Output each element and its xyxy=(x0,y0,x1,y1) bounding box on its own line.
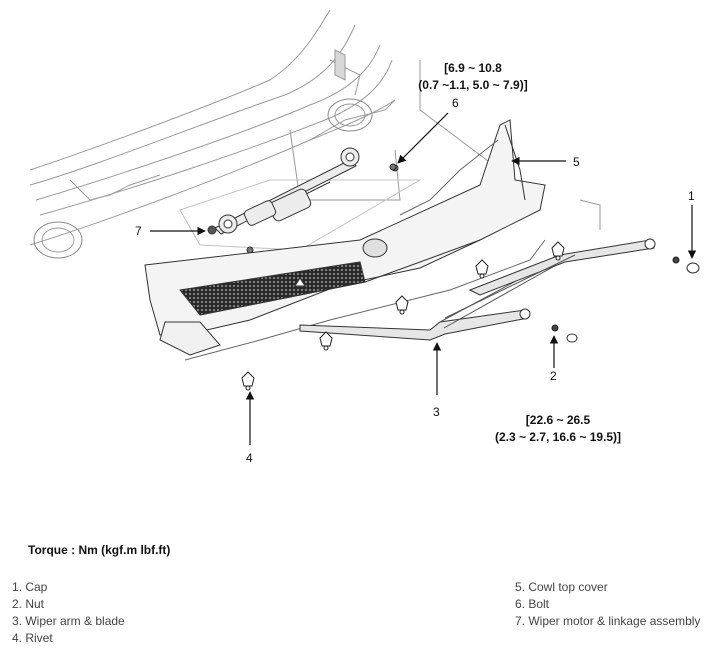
parts-legend-right: 5. Cowl top cover 6. Bolt 7. Wiper motor… xyxy=(515,579,700,630)
bolt-torque-alt: (0.7 ~1.1, 5.0 ~ 7.9)] xyxy=(418,78,528,92)
cap xyxy=(566,262,700,343)
nut-torque-alt: (2.3 ~ 2.7, 16.6 ~ 19.5)] xyxy=(494,430,622,444)
cowl-top-cover xyxy=(144,119,546,361)
legend-item: 7. Wiper motor & linkage assembly xyxy=(515,614,701,628)
bolt xyxy=(389,163,397,171)
callout-2-nut: 2 xyxy=(550,369,557,383)
legend-item: 2. Nut xyxy=(12,597,45,611)
wiper-arm-blade xyxy=(299,238,656,341)
rivet xyxy=(475,259,489,279)
rivet xyxy=(395,295,409,315)
parts-legend-left: 1. Cap 2. Nut 3. Wiper arm & blade 4. Ri… xyxy=(12,579,125,647)
callout-1-cap: 1 xyxy=(688,189,695,203)
callout-7-motor: 7 xyxy=(135,224,142,238)
legend-item: 3. Wiper arm & blade xyxy=(12,614,125,628)
callout-6-bolt: 6 xyxy=(452,96,459,110)
nut xyxy=(551,256,680,332)
torque-units-note: Torque : Nm (kgf.m lbf.ft) xyxy=(28,543,171,557)
leader-lines xyxy=(150,112,697,445)
vehicle-body-frame xyxy=(29,9,601,259)
rivets xyxy=(241,241,565,391)
cowl-wiper-exploded-diagram xyxy=(29,9,700,445)
bolt-torque-nm: [6.9 ~ 10.8 xyxy=(444,61,502,75)
nut-torque-spec: [22.6 ~ 26.5 (2.3 ~ 2.7, 16.6 ~ 19.5)] xyxy=(478,412,638,446)
rivet xyxy=(551,241,565,261)
legend-item: 6. Bolt xyxy=(515,597,550,611)
legend-item: 4. Rivet xyxy=(12,631,53,645)
legend-item: 1. Cap xyxy=(12,580,48,594)
callout-5-cowl-cover: 5 xyxy=(573,155,580,169)
wiper-motor-linkage xyxy=(207,147,399,254)
rivet xyxy=(241,371,255,391)
bolt-torque-spec: [6.9 ~ 10.8 (0.7 ~1.1, 5.0 ~ 7.9)] xyxy=(398,60,548,94)
rivet xyxy=(319,331,333,351)
legend-item: 5. Cowl top cover xyxy=(515,580,608,594)
callout-4-rivet: 4 xyxy=(246,451,253,465)
nut-torque-nm: [22.6 ~ 26.5 xyxy=(525,413,591,427)
callout-3-wiper-arm: 3 xyxy=(433,405,440,419)
